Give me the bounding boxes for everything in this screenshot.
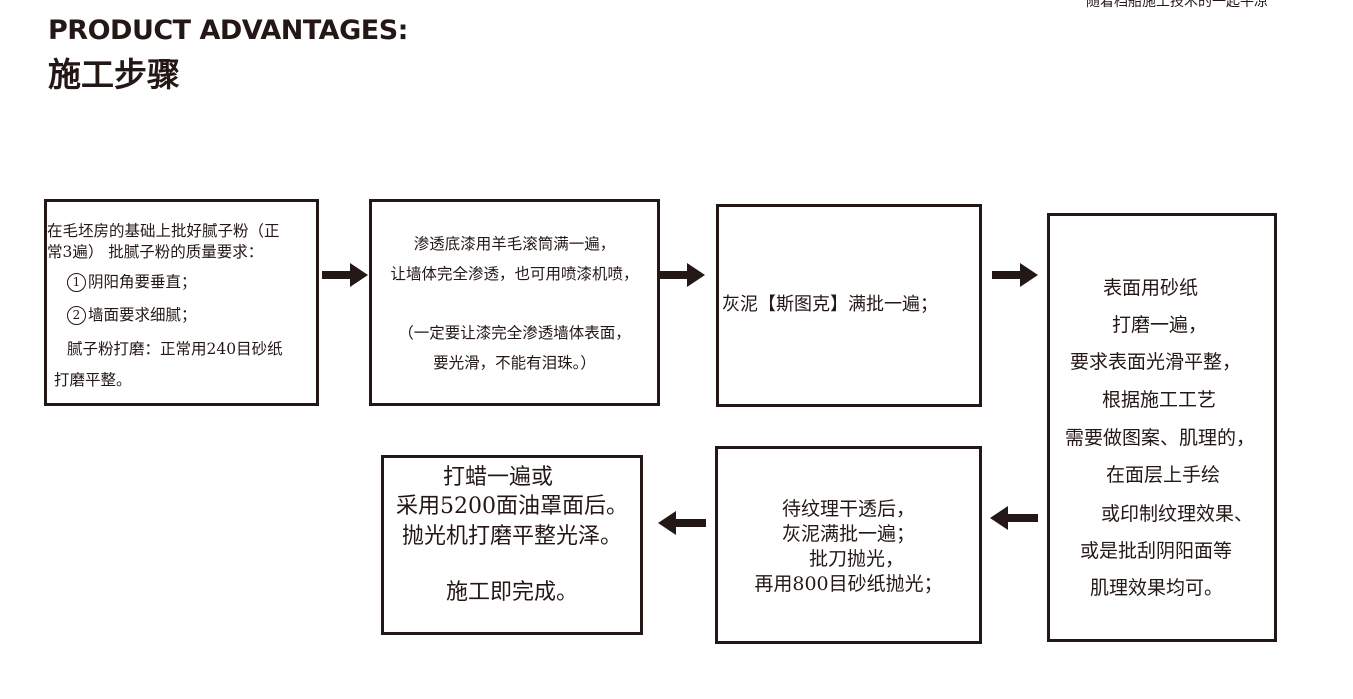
arrow-right-icon [992, 263, 1038, 287]
step-4-line: 在面层上手绘 [1106, 464, 1221, 486]
step-2-line: （一定要让漆完全渗透墙体表面， [398, 324, 631, 342]
step-6-box: 打蜡一遍或 采用5200面油罩面后。 抛光机打磨平整光泽。 施工即完成。 [381, 455, 643, 635]
step-4-line: 需要做图案、肌理的， [1065, 427, 1256, 449]
step-4-box: 表面用砂纸 打磨一遍， 要求表面光滑平整， 根据施工工艺 需要做图案、肌理的， … [1047, 213, 1277, 642]
step-6-line: 抛光机打磨平整光泽。 [401, 524, 622, 549]
step-1-line: 常3遍） 批腻子粉的质量要求： [47, 243, 264, 261]
step-5-line: 灰泥满批一遍； [781, 523, 915, 545]
step-6-line: 施工即完成。 [445, 580, 578, 605]
step-6-line: 打蜡一遍或 [442, 465, 553, 490]
page-title-cn: 施工步骤 [48, 55, 180, 94]
step-4-line: 肌理效果均可。 [1090, 577, 1224, 599]
step-4-line: 或是批刮阴阳面等 [1080, 540, 1233, 562]
step-4-line: 根据施工工艺 [1102, 389, 1217, 411]
step-1-line: 在毛坯房的基础上批好腻子粉（正 [47, 222, 280, 240]
circled-number-2-icon: 2 [67, 306, 86, 325]
step-4-line: 表面用砂纸 [1103, 277, 1199, 299]
step-5-line: 批刀抛光， [808, 548, 904, 570]
arrow-left-icon [990, 506, 1038, 530]
step-1-item-text: 阴阳角要垂直； [88, 273, 197, 291]
arrow-right-icon [659, 263, 705, 287]
step-4-line: 打磨一遍， [1112, 314, 1208, 336]
circled-number-1-icon: 1 [67, 273, 86, 292]
step-1-line: 打磨平整。 [54, 371, 132, 389]
step-2-line: 渗透底漆用羊毛滚筒满一遍， [413, 235, 616, 253]
step-1-item-text: 墙面要求细腻； [88, 306, 197, 324]
arrow-right-icon [322, 263, 368, 287]
step-3-box: 灰泥【斯图克】满批一遍； [716, 204, 982, 407]
step-2-line: 让墙体完全渗透，也可用喷漆机喷， [390, 265, 639, 283]
step-5-line: 再用800目砂纸抛光； [754, 573, 943, 595]
step-4-line: 要求表面光滑平整， [1070, 351, 1242, 373]
step-5-box: 待纹理干透后， 灰泥满批一遍； 批刀抛光， 再用800目砂纸抛光； [715, 446, 982, 644]
step-6-line: 采用5200面油罩面后。 [396, 494, 628, 519]
step-3-line: 灰泥【斯图克】满批一遍； [722, 294, 938, 315]
step-1-line: 腻子粉打磨：正常用240目砂纸 [67, 340, 283, 358]
step-2-line: 要光滑，不能有泪珠。） [433, 354, 596, 372]
top-clipped-text: 随着档船施工技术的一起平凉 [1086, 0, 1268, 10]
step-2-box: 渗透底漆用羊毛滚筒满一遍， 让墙体完全渗透，也可用喷漆机喷， （一定要让漆完全渗… [369, 199, 660, 406]
step-4-line: 或印制纹理效果、 [1101, 503, 1254, 525]
arrow-left-icon [658, 511, 706, 535]
page-title-en: PRODUCT ADVANTAGES: [48, 15, 408, 46]
step-5-line: 待纹理干透后， [781, 498, 915, 520]
